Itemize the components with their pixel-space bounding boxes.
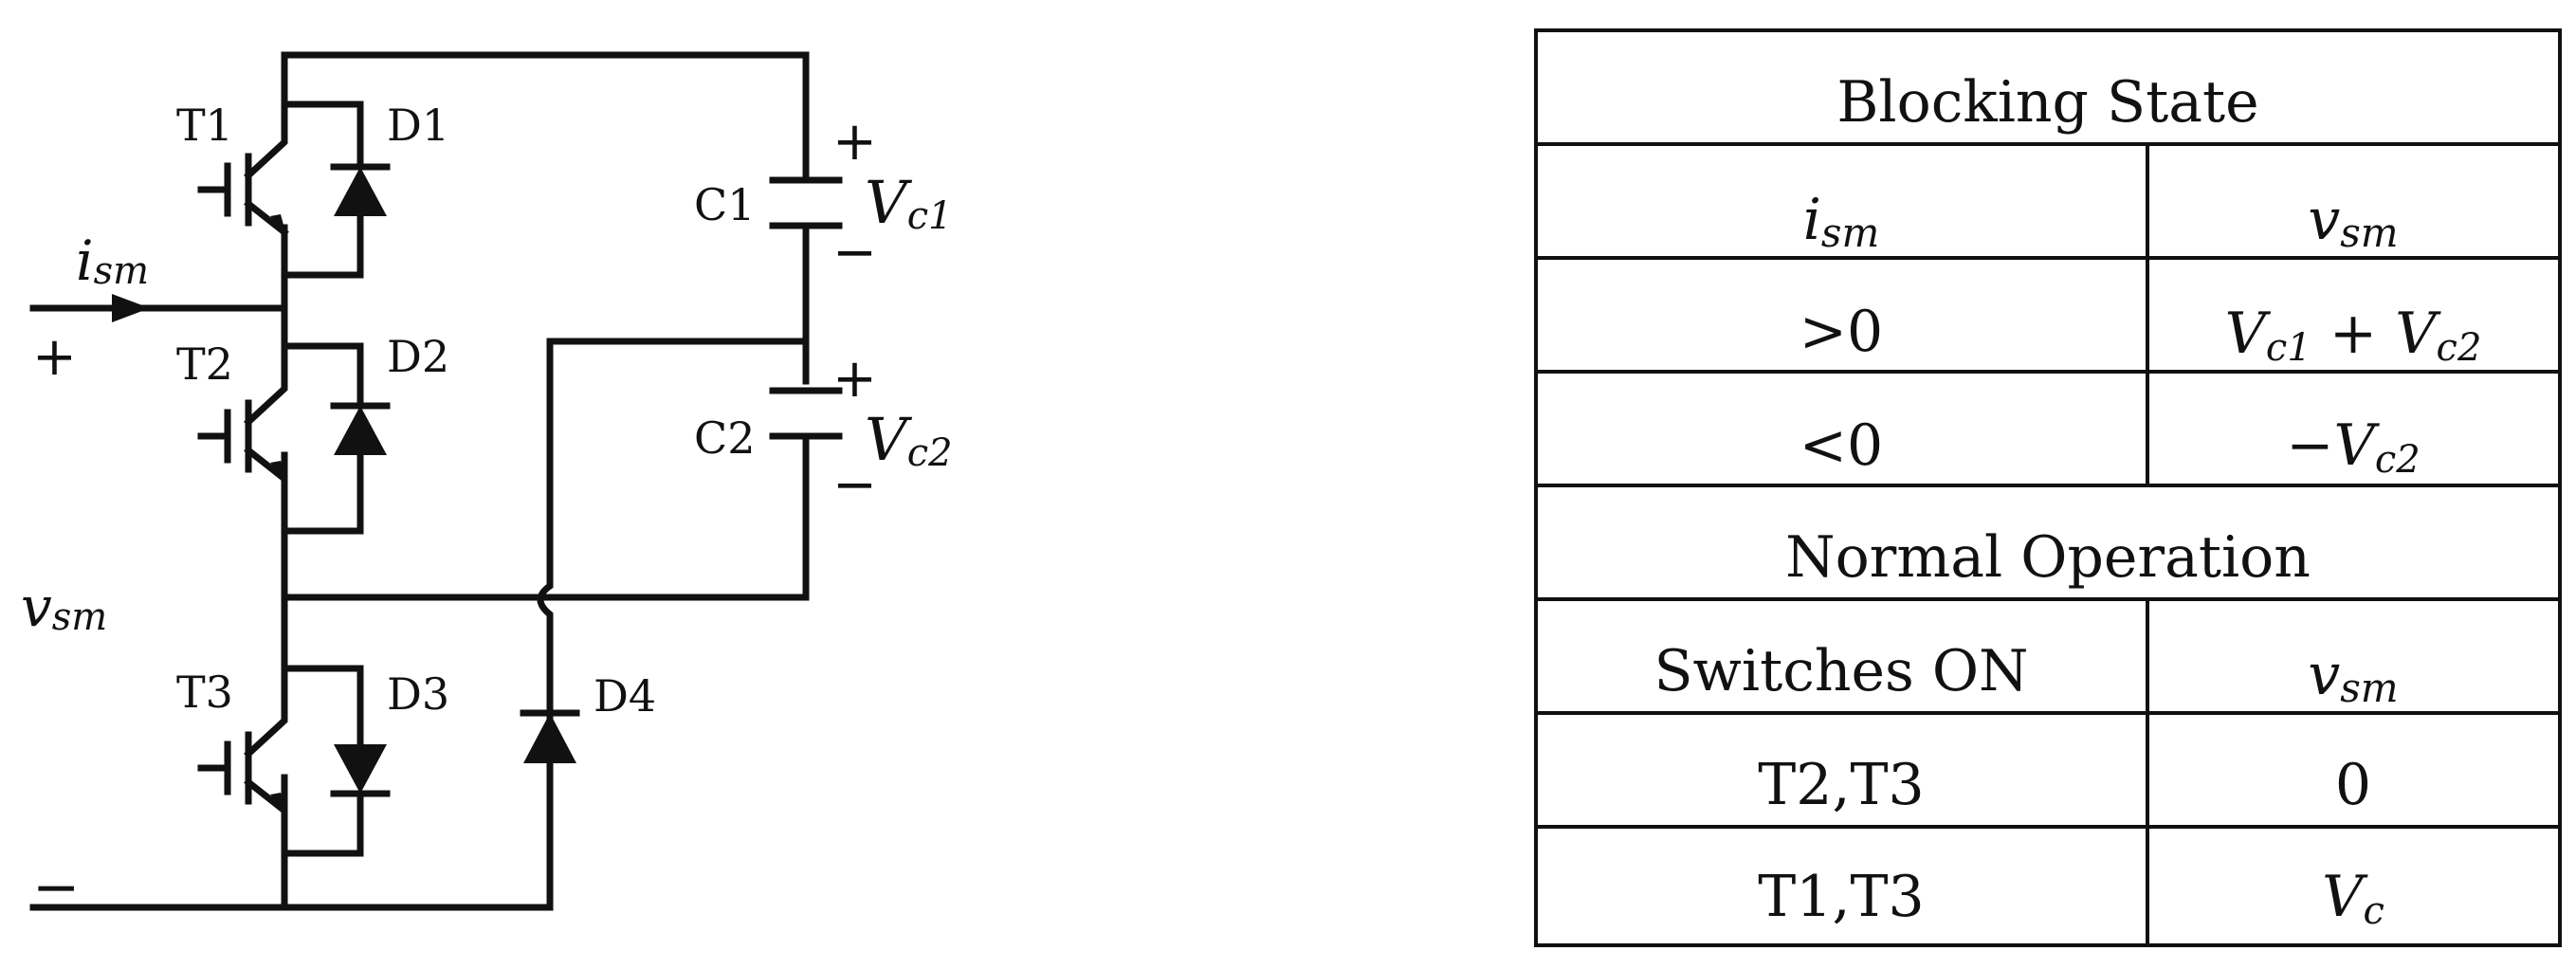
label-d1: D1	[387, 100, 449, 151]
label-voltage: vsm	[21, 575, 107, 639]
plus-c2: +	[832, 348, 877, 410]
label-current: ism	[76, 229, 149, 293]
normal-header-switches: Switches ON	[1653, 638, 2028, 704]
blocking-row-2-voltage: −Vc2	[2286, 412, 2420, 482]
transistor-t3	[197, 660, 288, 857]
table-grid	[1536, 142, 2560, 945]
plus-terminal: +	[32, 326, 77, 388]
normal-row-1-switches: T2,T3	[1758, 752, 1924, 818]
normal-title: Normal Operation	[1785, 524, 2311, 591]
label-d4: D4	[594, 670, 656, 722]
diode-d1	[281, 101, 391, 279]
blocking-row-1-current: >0	[1800, 299, 1883, 365]
diode-d4	[520, 709, 580, 763]
blocking-row-1-voltage: Vc1 + Vc2	[2225, 301, 2482, 370]
blocking-header-current: ism	[1803, 187, 1880, 256]
minus-terminal: −	[32, 854, 80, 921]
label-c1: C1	[694, 179, 755, 230]
current-arrow	[112, 294, 150, 322]
transistor-t2	[197, 338, 288, 535]
diode-d3	[281, 665, 391, 857]
normal-row-2-switches: T1,T3	[1758, 864, 1924, 930]
normal-row-1-voltage: 0	[2335, 752, 2371, 818]
label-vc1: Vc1	[865, 168, 953, 238]
capacitor-c1	[769, 176, 843, 229]
label-d3: D3	[387, 668, 449, 720]
label-d2: D2	[387, 331, 449, 382]
label-c2: C2	[694, 412, 755, 464]
blocking-title: Blocking State	[1836, 69, 2258, 136]
transistor-t1	[197, 110, 289, 237]
label-t3: T3	[176, 667, 233, 718]
label-t2: T2	[176, 338, 233, 390]
circuit-wires	[29, 51, 810, 911]
label-t1: T1	[176, 100, 233, 151]
capacitor-c2	[769, 387, 843, 440]
plus-c1: +	[832, 111, 877, 173]
circuit-diagram: T1 D1 T2 D2 T3 D3 D4 C1 C2 Vc1 Vc2 + − +…	[21, 51, 953, 921]
operation-table: Blocking State ism vsm >0 Vc1 + Vc2 <0 −…	[1534, 28, 2562, 947]
minus-c2: −	[832, 454, 877, 516]
normal-header-voltage: vsm	[2308, 642, 2398, 711]
blocking-row-2-current: <0	[1800, 412, 1883, 479]
label-vc2: Vc2	[865, 405, 953, 475]
blocking-header-voltage: vsm	[2308, 187, 2398, 256]
diode-d2	[281, 342, 391, 535]
table-border	[1534, 28, 2562, 947]
normal-row-2-voltage: Vc	[2322, 864, 2384, 933]
minus-c1: −	[832, 222, 877, 283]
